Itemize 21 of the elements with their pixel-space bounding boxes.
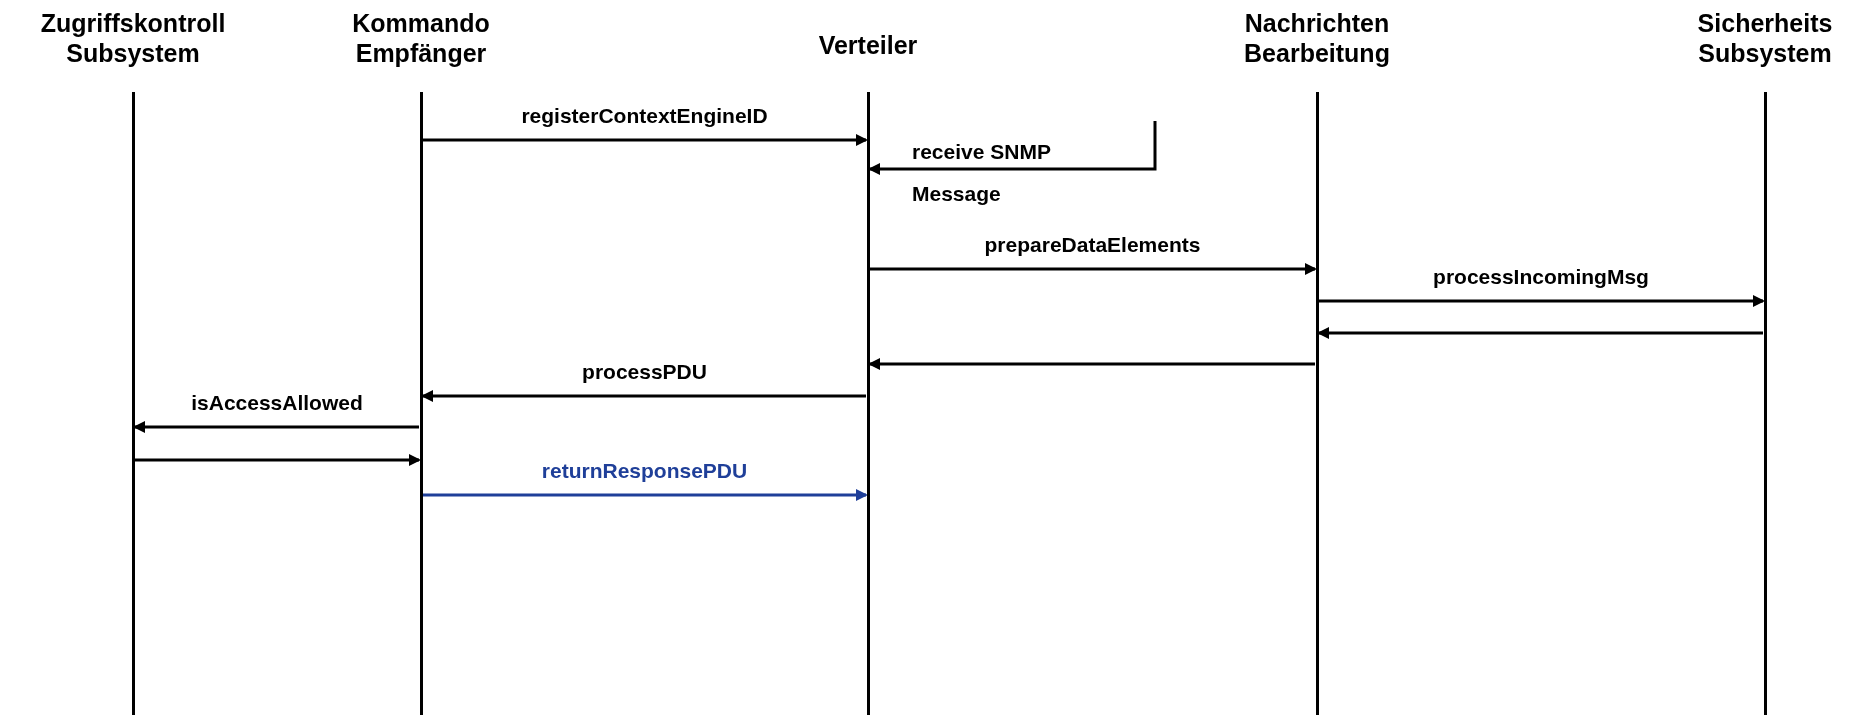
- message-label: processPDU: [582, 360, 707, 384]
- message-arrow: [135, 454, 421, 466]
- participant-label: Kommando Empfänger: [351, 8, 491, 68]
- participant-label: Zugriffskontroll Subsystem: [39, 8, 227, 68]
- message-arrow: [870, 263, 1317, 275]
- message-arrow: [868, 121, 1157, 175]
- message-label: registerContextEngineID: [521, 104, 768, 128]
- message-arrow: [133, 421, 419, 433]
- message-arrow: [423, 134, 868, 146]
- message-arrow: [1319, 295, 1765, 307]
- message-arrow: [1317, 327, 1763, 339]
- participant-label: Verteiler: [817, 30, 919, 60]
- message-arrow: [868, 358, 1315, 370]
- message-arrow: [423, 489, 868, 501]
- participant-label: Nachrichten Bearbeitung: [1243, 8, 1391, 68]
- message-label: isAccessAllowed: [191, 391, 363, 415]
- message-label: processIncomingMsg: [1433, 265, 1649, 289]
- participant-label: Sicherheits Subsystem: [1696, 8, 1834, 68]
- message-label: prepareDataElements: [984, 233, 1201, 257]
- message-arrow: [421, 390, 866, 402]
- message-label: returnResponsePDU: [541, 459, 748, 483]
